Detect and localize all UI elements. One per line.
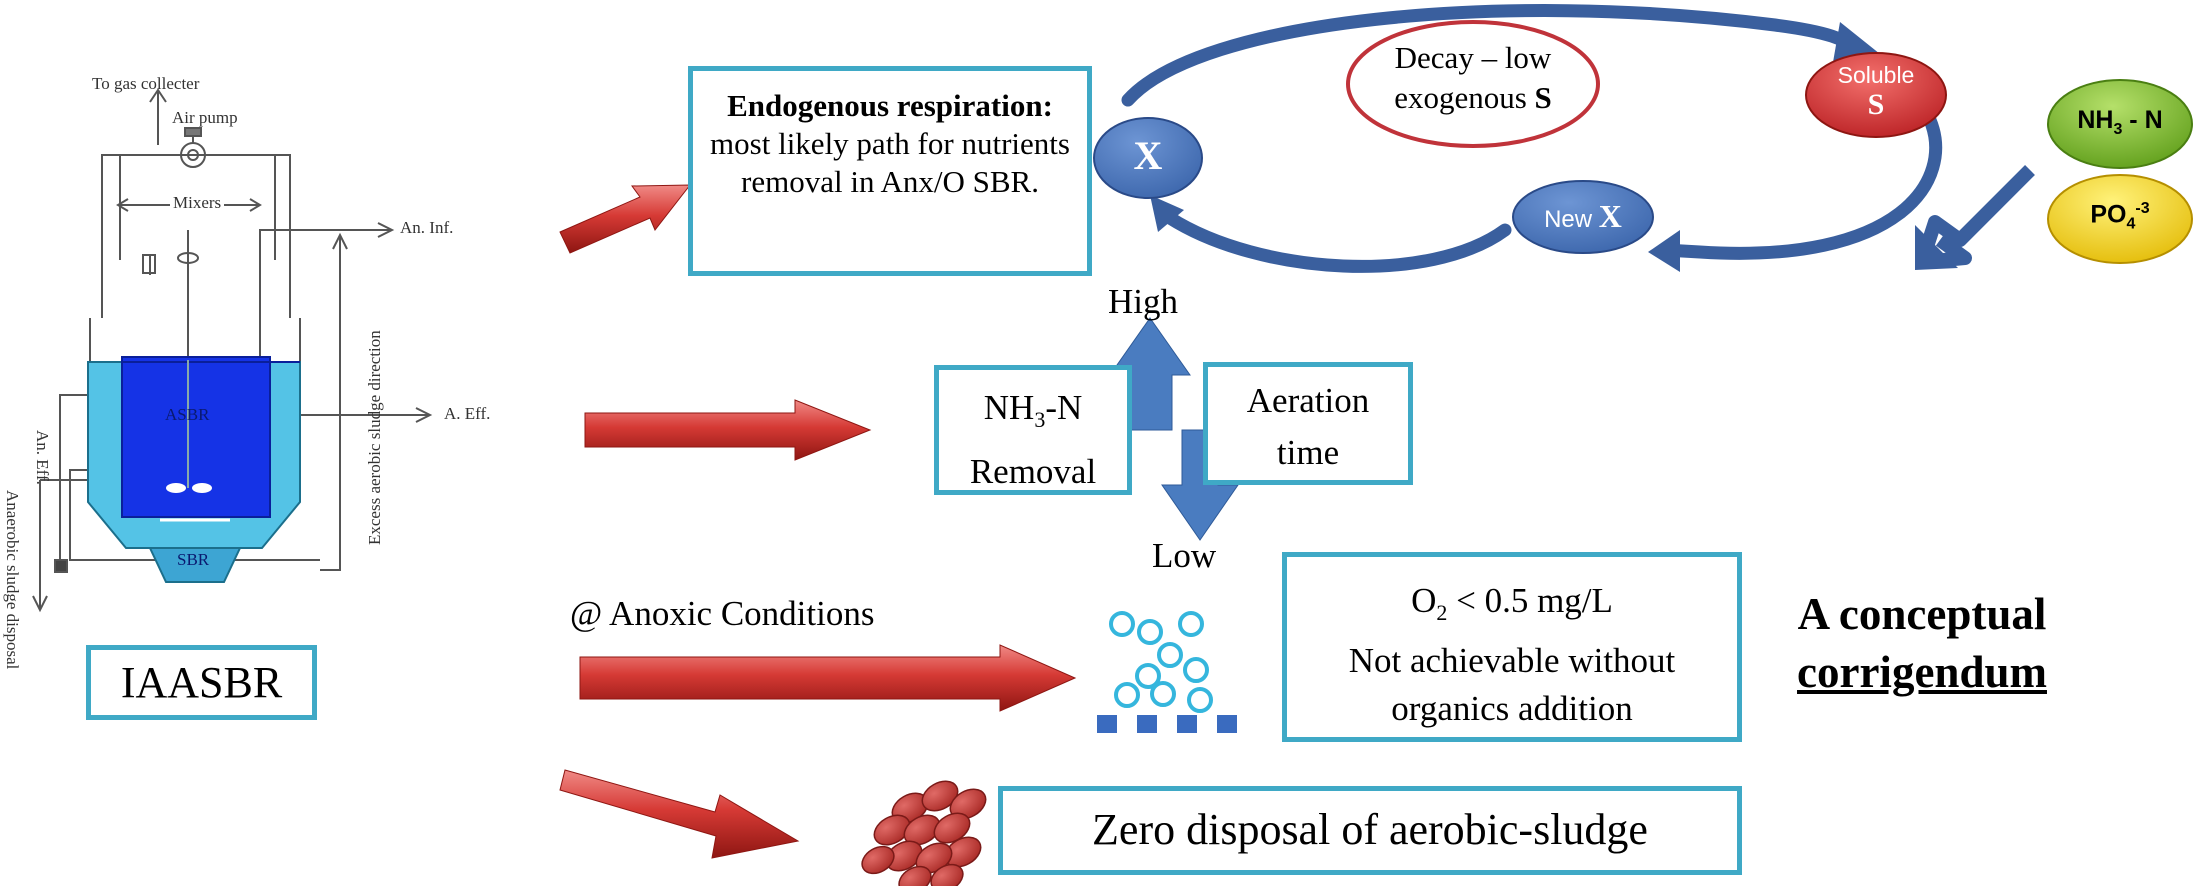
nh3-removal-box: NH3-N Removal xyxy=(934,365,1132,495)
new-x-x: X xyxy=(1598,198,1622,234)
nh3-ball-rest: - N xyxy=(2122,106,2163,134)
nh3-sub: 3 xyxy=(1034,407,1046,432)
o2-box: O2 < 0.5 mg/L Not achievable without org… xyxy=(1282,552,1742,742)
sludge-cluster-icon xyxy=(861,780,987,886)
new-x-text: New X xyxy=(1513,198,1653,235)
high-label: High xyxy=(1108,282,1178,321)
soluble-word: Soluble xyxy=(1837,62,1915,88)
mixers-label: Mixers xyxy=(170,193,225,213)
o2-rest: < 0.5 mg/L xyxy=(1447,581,1613,620)
po4-ball-sub: 4 xyxy=(2126,215,2136,233)
po4-ball-main: PO xyxy=(2090,200,2127,229)
nh3-ball-main: NH xyxy=(2077,106,2114,134)
x-ball xyxy=(1093,117,1203,199)
cycle-arrows xyxy=(1121,4,1943,273)
x-label: X xyxy=(1133,133,1163,178)
nh3-ball-sub: 3 xyxy=(2113,121,2123,138)
asbr-chamber xyxy=(121,356,271,518)
decay-ellipse xyxy=(1346,20,1600,148)
red-arrow-sludge xyxy=(559,769,800,859)
nh3-ball xyxy=(2047,79,2193,169)
red-arrow-endogenous xyxy=(559,184,692,254)
corrigendum-title: A conceptual corrigendum xyxy=(1762,585,2082,701)
o2-main: O xyxy=(1411,581,1437,620)
red-arrow-anoxic xyxy=(579,644,1077,712)
excess-sludge-label: Excess aerobic sludge direction xyxy=(365,330,384,545)
red-arrow-relation xyxy=(584,399,872,461)
new-x-ball xyxy=(1512,180,1654,254)
decay-line2: exogenous xyxy=(1394,80,1535,115)
air-pump-label: Air pump xyxy=(172,108,238,127)
sbr-label: SBR xyxy=(177,550,210,569)
an-eff-label: An. Eff. xyxy=(33,430,52,485)
soluble-ball xyxy=(1805,52,1947,138)
soluble-text: Soluble S xyxy=(1806,60,1946,120)
corrigendum-line1: A conceptual xyxy=(1797,589,2047,639)
iaasbr-label: IAASBR xyxy=(120,658,283,707)
sbr-cone xyxy=(148,547,242,583)
endogenous-text: most likely path for nutrients removal i… xyxy=(710,126,1070,199)
an-inf-label: An. Inf. xyxy=(400,218,454,237)
po4-ball-label: PO4-3 xyxy=(2048,200,2192,233)
o2-line1: O2 < 0.5 mg/L xyxy=(1287,577,1737,637)
new-x-prefix: New xyxy=(1544,206,1599,233)
asbr-label: ASBR xyxy=(165,405,210,424)
endogenous-bold: Endogenous respiration: xyxy=(727,88,1053,123)
decay-line1: Decay – low xyxy=(1394,40,1552,75)
zero-disposal-box: Zero disposal of aerobic-sludge xyxy=(998,786,1742,875)
decay-text: Decay – low exogenous S xyxy=(1348,38,1598,118)
endogenous-box: Endogenous respiration: most likely path… xyxy=(688,66,1092,276)
bubbles-icon xyxy=(1109,611,1213,713)
a-eff-label: A. Eff. xyxy=(444,404,491,423)
iaasbr-label-box: IAASBR xyxy=(86,645,317,720)
decay-s: S xyxy=(1534,80,1552,115)
o2-line2: Not achievable without xyxy=(1348,641,1676,680)
aeration-line1: Aeration xyxy=(1246,381,1370,420)
soluble-s: S xyxy=(1867,88,1885,121)
nh3-rest: -N xyxy=(1045,388,1083,427)
o2-sub: 2 xyxy=(1436,600,1448,625)
low-label: Low xyxy=(1152,536,1217,575)
diffuser-icon xyxy=(1097,715,1237,733)
nh3-ball-label: NH3 - N xyxy=(2048,106,2192,139)
aeration-line2: time xyxy=(1276,433,1340,472)
zero-disposal-text: Zero disposal of aerobic-sludge xyxy=(1092,805,1648,854)
nh3-removal-line2: Removal xyxy=(969,452,1097,491)
anoxic-label: @ Anoxic Conditions xyxy=(570,594,875,633)
gas-collector-label: To gas collecter xyxy=(92,74,200,93)
nh3-removal-line1: NH3-N xyxy=(939,382,1127,446)
anaerobic-disposal-label: Anaerobic sludge disposal xyxy=(3,490,22,670)
po4-ball-sup: -3 xyxy=(2135,200,2150,217)
o2-line3: organics addition xyxy=(1391,689,1633,728)
po4-ball xyxy=(2047,174,2193,264)
decay-line2-wrap: exogenous S xyxy=(1348,78,1598,118)
corrigendum-line2: corrigendum xyxy=(1797,647,2047,697)
aeration-box: Aeration time xyxy=(1203,362,1413,485)
uptake-arrow xyxy=(1915,165,2035,270)
nh3-main: NH xyxy=(983,388,1035,427)
